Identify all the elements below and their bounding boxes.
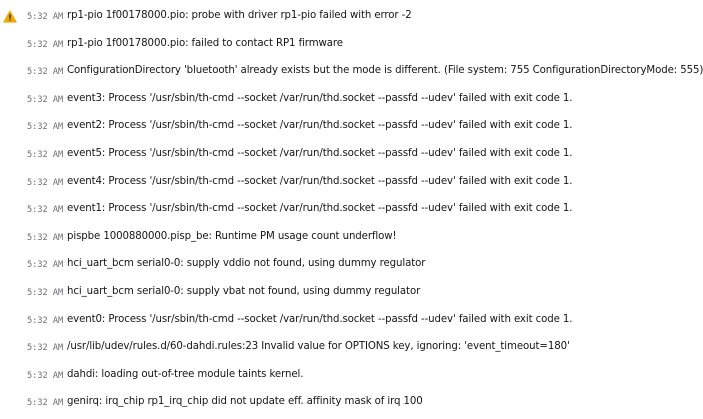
severity-icon-slot [3, 148, 17, 162]
severity-icon-slot [3, 396, 17, 410]
log-timestamp: 5:32 AM [27, 343, 64, 354]
log-timestamp: 5:32 AM [27, 177, 64, 188]
log-message: hci_uart_bcm serial0-0: supply vddio not… [67, 258, 426, 270]
severity-icon-slot [3, 65, 17, 79]
log-message: /usr/lib/udev/rules.d/60-dahdi.rules:23 … [67, 341, 570, 353]
log-message: pispbe 1000880000.pisp_be: Runtime PM us… [67, 230, 397, 242]
log-message: genirq: irq_chip rp1_irq_chip did not up… [67, 396, 423, 408]
log-timestamp: 5:32 AM [27, 94, 64, 105]
log-timestamp: 5:32 AM [27, 232, 64, 243]
log-message: dahdi: loading out-of-tree module taints… [67, 368, 304, 380]
log-message: event4: Process '/usr/sbin/th-cmd --sock… [67, 175, 573, 187]
log-timestamp: 5:32 AM [27, 39, 64, 50]
severity-icon-slot [3, 231, 17, 245]
log-timestamp: 5:32 AM [27, 67, 64, 78]
severity-icon-slot [3, 369, 17, 383]
severity-icon-slot [3, 341, 17, 355]
log-timestamp: 5:32 AM [27, 260, 64, 271]
log-timestamp: 5:32 AM [27, 12, 64, 22]
severity-icon-slot [3, 38, 17, 52]
severity-icon-slot [3, 176, 17, 190]
severity-icon-slot [3, 93, 17, 107]
log-timestamp: 5:32 AM [27, 287, 64, 298]
log-timestamp: 5:32 AM [27, 122, 64, 133]
log-message: event5: Process '/usr/sbin/th-cmd --sock… [67, 147, 573, 159]
log-timestamp: 5:32 AM [27, 205, 64, 216]
warning-icon [3, 10, 17, 24]
severity-icon-slot [3, 314, 17, 328]
severity-icon-slot [3, 203, 17, 217]
log-message: rp1-pio 1f00178000.pio: probe with drive… [67, 10, 412, 21]
log-message: hci_uart_bcm serial0-0: supply vbat not … [67, 285, 421, 297]
log-timestamp: 5:32 AM [27, 398, 64, 409]
log-message: rp1-pio 1f00178000.pio: failed to contac… [67, 37, 343, 49]
log-timestamp: 5:32 AM [27, 370, 64, 381]
log-entry-row[interactable]: 5:32 AM/usr/lib/udev/rules.d/60-dahdi.ru… [0, 336, 690, 364]
severity-icon-slot [3, 258, 17, 272]
severity-icon-slot [3, 120, 17, 134]
log-message: event3: Process '/usr/sbin/th-cmd --sock… [67, 92, 573, 104]
log-timestamp: 5:32 AM [27, 315, 64, 326]
log-timestamp: 5:32 AM [27, 149, 64, 160]
log-message: event0: Process '/usr/sbin/th-cmd --sock… [67, 313, 573, 325]
log-message: event1: Process '/usr/sbin/th-cmd --sock… [67, 203, 573, 215]
log-message: ConfigurationDirectory 'bluetooth' alrea… [67, 65, 703, 77]
log-message: event2: Process '/usr/sbin/th-cmd --sock… [67, 120, 573, 132]
severity-icon-slot [3, 286, 17, 300]
